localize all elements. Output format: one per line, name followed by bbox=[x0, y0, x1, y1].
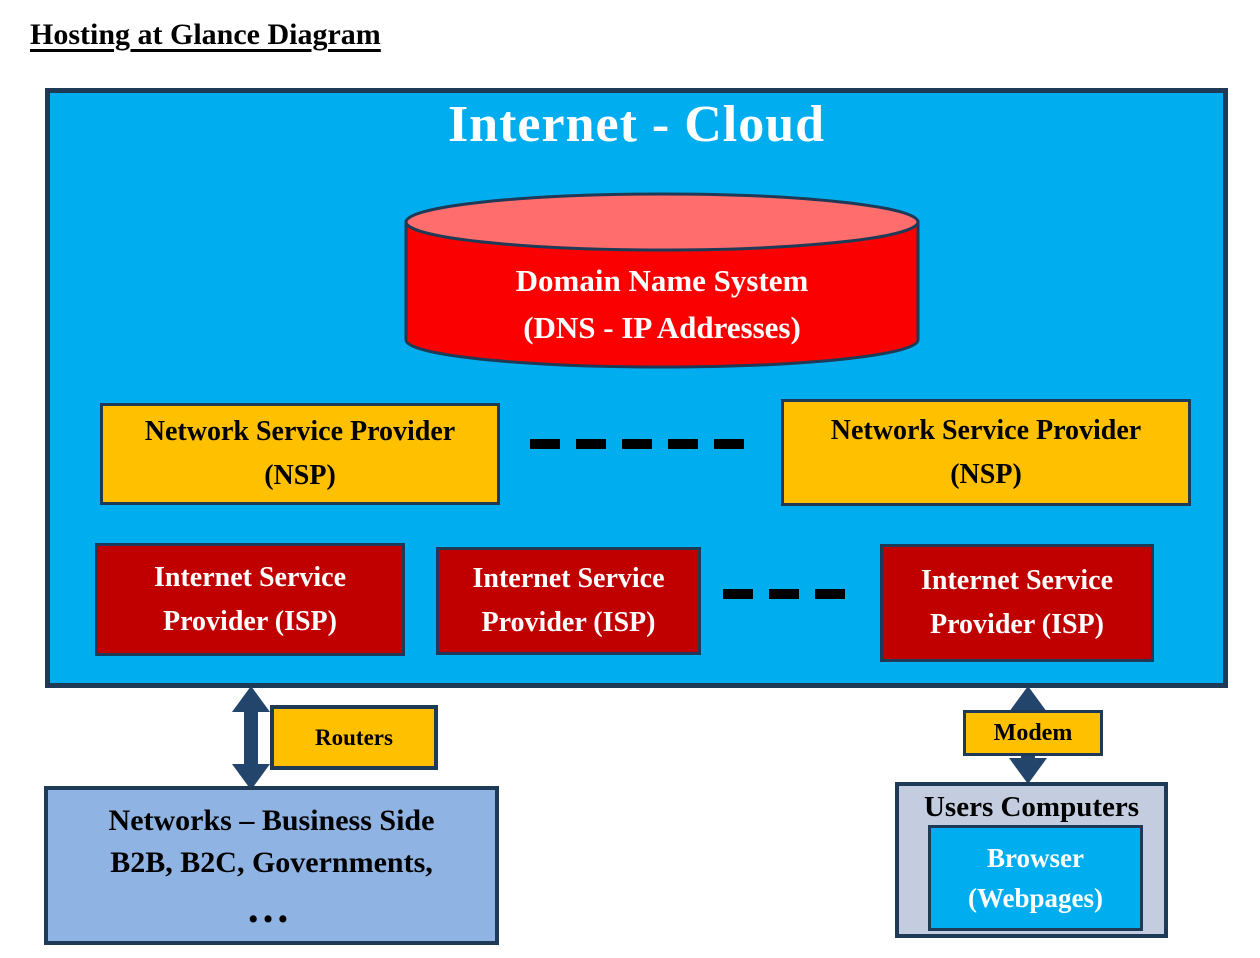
page-title: Hosting at Glance Diagram bbox=[30, 18, 381, 51]
nsp-left-node: Network Service Provider (NSP) bbox=[100, 403, 500, 505]
dns-label-line2: (DNS - IP Addresses) bbox=[523, 310, 801, 345]
nsp-right-line2: (NSP) bbox=[950, 458, 1022, 490]
isp-node-3: Internet Service Provider (ISP) bbox=[880, 544, 1154, 662]
users-computers-title: Users Computers bbox=[923, 791, 1140, 823]
business-line2: B2B, B2C, Governments, bbox=[110, 846, 433, 879]
isp-3-line2: Provider (ISP) bbox=[930, 609, 1104, 640]
nsp-dashed-link bbox=[530, 439, 744, 449]
browser-node: Browser (Webpages) bbox=[928, 825, 1143, 931]
dns-cylinder: Domain Name System (DNS - IP Addresses) bbox=[403, 191, 921, 371]
routers-node: Routers bbox=[270, 705, 438, 770]
browser-line2: (Webpages) bbox=[968, 883, 1103, 913]
modem-node: Modem bbox=[963, 710, 1103, 756]
nsp-left-line2: (NSP) bbox=[264, 460, 336, 491]
modem-label: Modem bbox=[993, 719, 1073, 746]
nsp-left-line1: Network Service Provider bbox=[144, 416, 456, 447]
business-line1: Networks – Business Side bbox=[108, 804, 435, 837]
isp-dashed-link bbox=[723, 589, 845, 599]
isp-node-2: Internet Service Provider (ISP) bbox=[436, 547, 701, 655]
isp-2-line2: Provider (ISP) bbox=[481, 607, 656, 638]
business-ellipsis: … bbox=[246, 883, 297, 932]
nsp-right-line1: Network Service Provider bbox=[830, 414, 1142, 446]
isp-3-line1: Internet Service bbox=[920, 565, 1114, 596]
routers-double-arrow-icon bbox=[232, 686, 270, 790]
cylinder-shape-icon bbox=[404, 192, 920, 369]
business-networks-node: Networks – Business Side B2B, B2C, Gover… bbox=[44, 786, 499, 945]
dns-label: Domain Name System (DNS - IP Addresses) bbox=[403, 243, 921, 365]
dns-label-line1: Domain Name System bbox=[515, 263, 809, 298]
isp-node-1: Internet Service Provider (ISP) bbox=[95, 543, 405, 656]
isp-1-line2: Provider (ISP) bbox=[163, 605, 337, 637]
internet-cloud-panel: Internet - Cloud Domain Name System (DNS… bbox=[45, 88, 1228, 688]
browser-line1: Browser bbox=[987, 843, 1084, 873]
routers-label: Routers bbox=[315, 724, 393, 750]
isp-1-line1: Internet Service bbox=[153, 561, 347, 593]
isp-2-line1: Internet Service bbox=[472, 563, 665, 594]
cloud-title: Internet - Cloud bbox=[447, 96, 826, 153]
users-computers-node: Users Computers Browser (Webpages) bbox=[895, 782, 1168, 938]
nsp-right-node: Network Service Provider (NSP) bbox=[781, 399, 1191, 506]
